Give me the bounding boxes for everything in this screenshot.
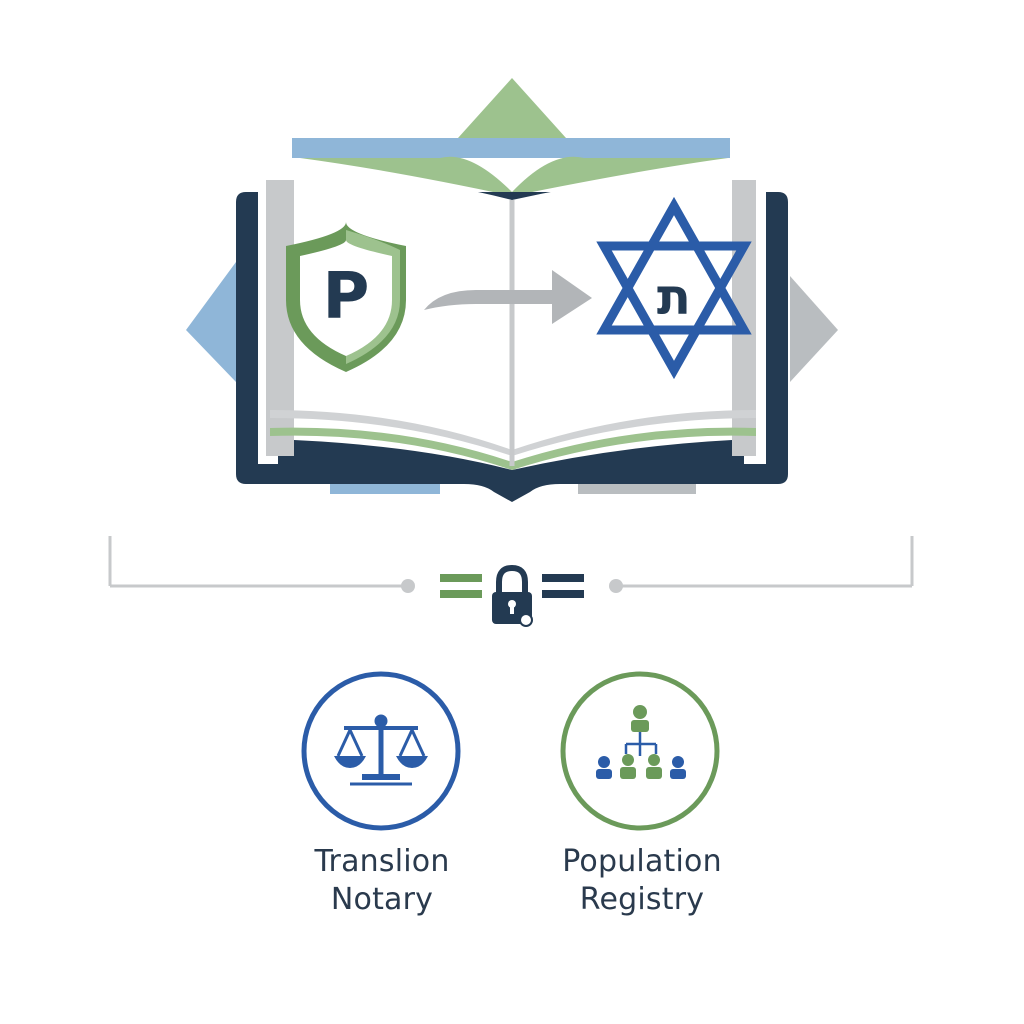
connector-dot-left	[401, 579, 415, 593]
right-cover-tab	[578, 484, 696, 494]
star-of-david-icon	[596, 196, 752, 380]
notary-caption-line2: Notary	[330, 882, 434, 917]
connector-line	[108, 536, 914, 588]
registry-caption-line1: Population	[562, 844, 722, 879]
right-page-bottom-gray	[512, 410, 756, 456]
equals-left-icon	[440, 574, 482, 598]
registry-caption-line2: Registry	[579, 882, 705, 917]
connector-dot-right	[609, 579, 623, 593]
left-cover-tab	[330, 484, 440, 494]
registry-caption: Population Registry	[512, 843, 772, 919]
right-gray-diamond	[790, 276, 838, 382]
left-page-bottom-gray	[270, 410, 512, 456]
org-chart-people-icon	[596, 705, 686, 779]
right-page-bottom-green	[512, 427, 756, 470]
notary-circle	[301, 671, 461, 831]
shield-inner-white	[300, 240, 392, 356]
green-top-wave	[300, 156, 728, 196]
notary-caption: Translion Notary	[252, 843, 512, 919]
source-letter: P	[323, 260, 370, 334]
blue-top-band	[292, 138, 730, 158]
left-blue-diamond	[186, 262, 236, 382]
target-letter: ת	[657, 268, 691, 326]
left-page-bottom-green	[270, 427, 512, 470]
notary-caption-line1: Translion	[314, 844, 450, 879]
arrow-icon	[424, 270, 592, 324]
equals-right-icon	[542, 574, 584, 598]
balance-scale-icon	[334, 714, 428, 786]
lock-icon	[492, 564, 533, 627]
registry-circle	[560, 671, 720, 831]
